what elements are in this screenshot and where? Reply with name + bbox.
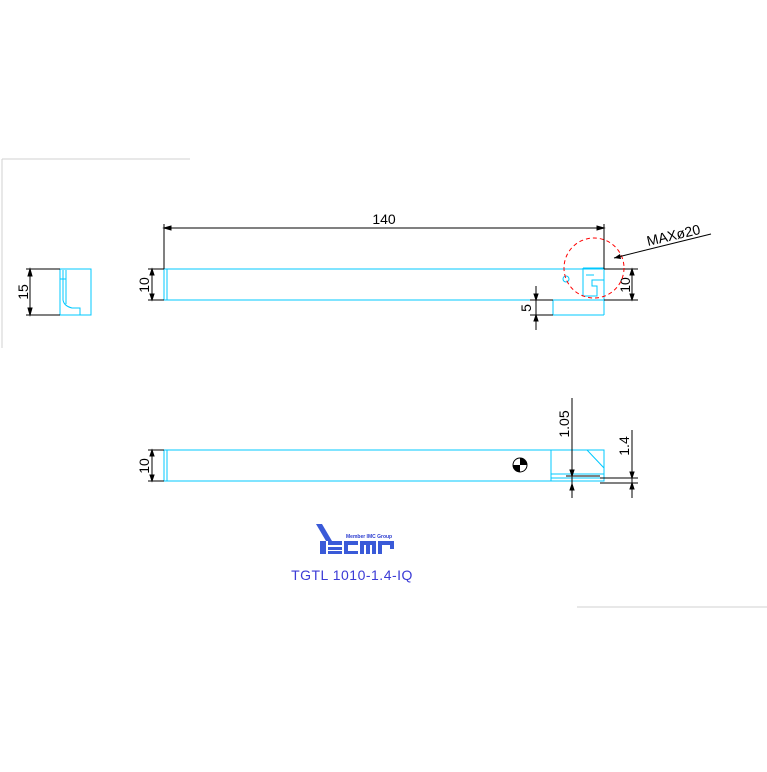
front-height-dimension	[148, 448, 164, 483]
step-label: 5	[518, 304, 534, 312]
logo-mark-icon	[316, 524, 394, 554]
max-diameter-label: MAXø20	[645, 221, 702, 249]
logo-tagline: Member IMC Group	[346, 534, 392, 540]
top-view-outline	[163, 267, 605, 316]
cut-width-label: 1.4	[616, 436, 632, 456]
iscar-logo: Member IMC Group iscar	[316, 524, 394, 554]
front-height-label: 10	[136, 458, 152, 474]
blade-width-label: 1.05	[556, 410, 572, 437]
sheet-frame	[1, 158, 767, 608]
length-label: 140	[372, 211, 396, 227]
top-view: 140 10 10 5	[136, 211, 712, 330]
side-view-outline	[59, 268, 92, 316]
max-diameter-underline	[645, 233, 712, 251]
side-height-label: 15	[15, 284, 31, 300]
cut-width-dimension	[600, 430, 638, 498]
front-view-outline	[163, 449, 605, 482]
top-right-height-label: 10	[617, 277, 633, 293]
length-dimension	[162, 224, 606, 269]
top-left-height-dimension	[148, 267, 164, 302]
top-right-height-dimension	[604, 267, 638, 302]
part-number: TGTL 1010-1.4-IQ	[291, 567, 413, 583]
center-mark-icon	[512, 457, 528, 473]
front-view: 10 1.05 1.4	[136, 398, 638, 498]
max-diameter-circle	[563, 237, 625, 299]
top-left-height-label: 10	[136, 277, 152, 293]
max-diameter-arrow	[614, 254, 621, 259]
step-dimension	[530, 286, 553, 330]
blade-width-dimension	[566, 398, 600, 498]
side-view: 15	[15, 267, 92, 317]
side-height-dimension	[26, 267, 60, 317]
